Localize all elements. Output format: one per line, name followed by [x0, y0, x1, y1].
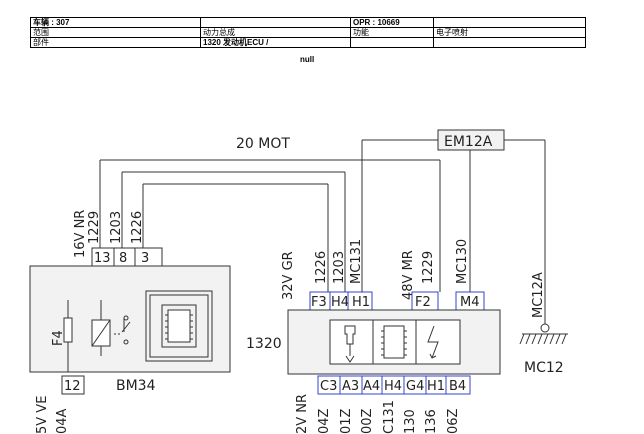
- header-cell: [433, 37, 586, 48]
- ecu-bottom-label: 04Z: [317, 408, 332, 434]
- bm34-bottom-label: 04A: [55, 408, 70, 434]
- ecu-wire-label: 1229: [421, 251, 436, 284]
- fuse-symbol: [63, 317, 73, 343]
- ecu-wire-label: 1226: [314, 251, 329, 284]
- bm34-bottom-pin: [61, 375, 85, 395]
- em12a-box: [437, 129, 505, 151]
- ecu-bottom-pin: C3: [320, 379, 337, 394]
- ecu-name: 1320: [246, 336, 282, 352]
- ecu-pin: H1: [352, 295, 370, 310]
- bm34-pin: 8: [119, 251, 127, 266]
- ecu-bottom-pin: B4: [449, 379, 466, 394]
- ecu-bottom-label: 130: [403, 409, 418, 434]
- ecu-bottom-label: 136: [424, 409, 439, 434]
- bm34-module-outer: [145, 290, 213, 362]
- bm34-module-inner: [149, 294, 209, 358]
- ecu-bottom-label: 2V NR: [295, 394, 310, 434]
- ecu-bottom-pin: H4: [384, 379, 402, 394]
- bm34-wire-label-1229: 1229: [87, 211, 102, 244]
- header-row: 部件 1320 发动机ECU /: [30, 37, 586, 48]
- fuse-label: F4: [51, 330, 66, 346]
- wires: [99, 139, 546, 325]
- chip-icon: [381, 325, 407, 359]
- bm34-box: [29, 265, 231, 373]
- em12a-label: EM12A: [444, 134, 493, 150]
- bm34-wire-label-1203: 1203: [109, 211, 124, 244]
- null-text: null: [300, 55, 315, 64]
- ecu-bottom-pin: A3: [342, 379, 359, 394]
- bm34-bottom-pin-label: 12: [64, 379, 81, 394]
- ecu-bottom-label: 01Z: [339, 408, 354, 434]
- ecu-pin: F3: [311, 295, 327, 310]
- ecu-bottom-label: C131: [382, 400, 397, 434]
- bm34-pin: 3: [141, 251, 149, 266]
- bm34-name: BM34: [116, 378, 156, 394]
- bm34-chip-frame: [161, 304, 197, 348]
- chip-icon: [167, 309, 191, 343]
- power-bolt-icon: [427, 325, 439, 359]
- ground-name: MC12: [524, 360, 564, 376]
- ecu-pin: M4: [460, 295, 480, 310]
- bm34-internals: [63, 290, 213, 372]
- injector-icon: [344, 325, 356, 363]
- bm34-connector: [91, 247, 163, 267]
- diagram-title: 20 MOT: [236, 136, 290, 152]
- ground-terminal: [540, 323, 550, 333]
- header-table: 车辆 : 307 OPR : 10669 范围 动力总成 功能 电子喷射 部件 …: [30, 17, 586, 48]
- ecu-bottom-pin: H1: [427, 379, 445, 394]
- ecu-bottom-pin: G4: [406, 379, 424, 394]
- ecu-left-color-label: 32V GR: [281, 251, 296, 300]
- bm34-wire-label-1226: 1226: [130, 211, 145, 244]
- ecu-pin: H4: [331, 295, 349, 310]
- ecu-bottom-label: 00Z: [360, 408, 375, 434]
- bm34-bottom-label: 5V VE: [35, 396, 50, 434]
- ground-icon: [519, 333, 568, 345]
- bm34-wire-color-label: 16V NR: [73, 210, 88, 258]
- ecu-wire-label: MC130: [455, 239, 470, 284]
- ecu-bottom-pin: A4: [363, 379, 380, 394]
- ecu-wire-label: 1203: [332, 251, 347, 284]
- ground-wire-label: MC12A: [531, 272, 546, 318]
- ecu-pin: F2: [415, 295, 431, 310]
- ecu-bottom-label: 06Z: [446, 408, 461, 434]
- ecu-top-pins: [309, 291, 485, 311]
- ecu-wire-label: MC131: [349, 239, 364, 284]
- ecu-right-color-label: 48V MR: [401, 250, 416, 300]
- ecu-bottom-pins: [317, 375, 471, 395]
- bm34-pin: 13: [94, 251, 111, 266]
